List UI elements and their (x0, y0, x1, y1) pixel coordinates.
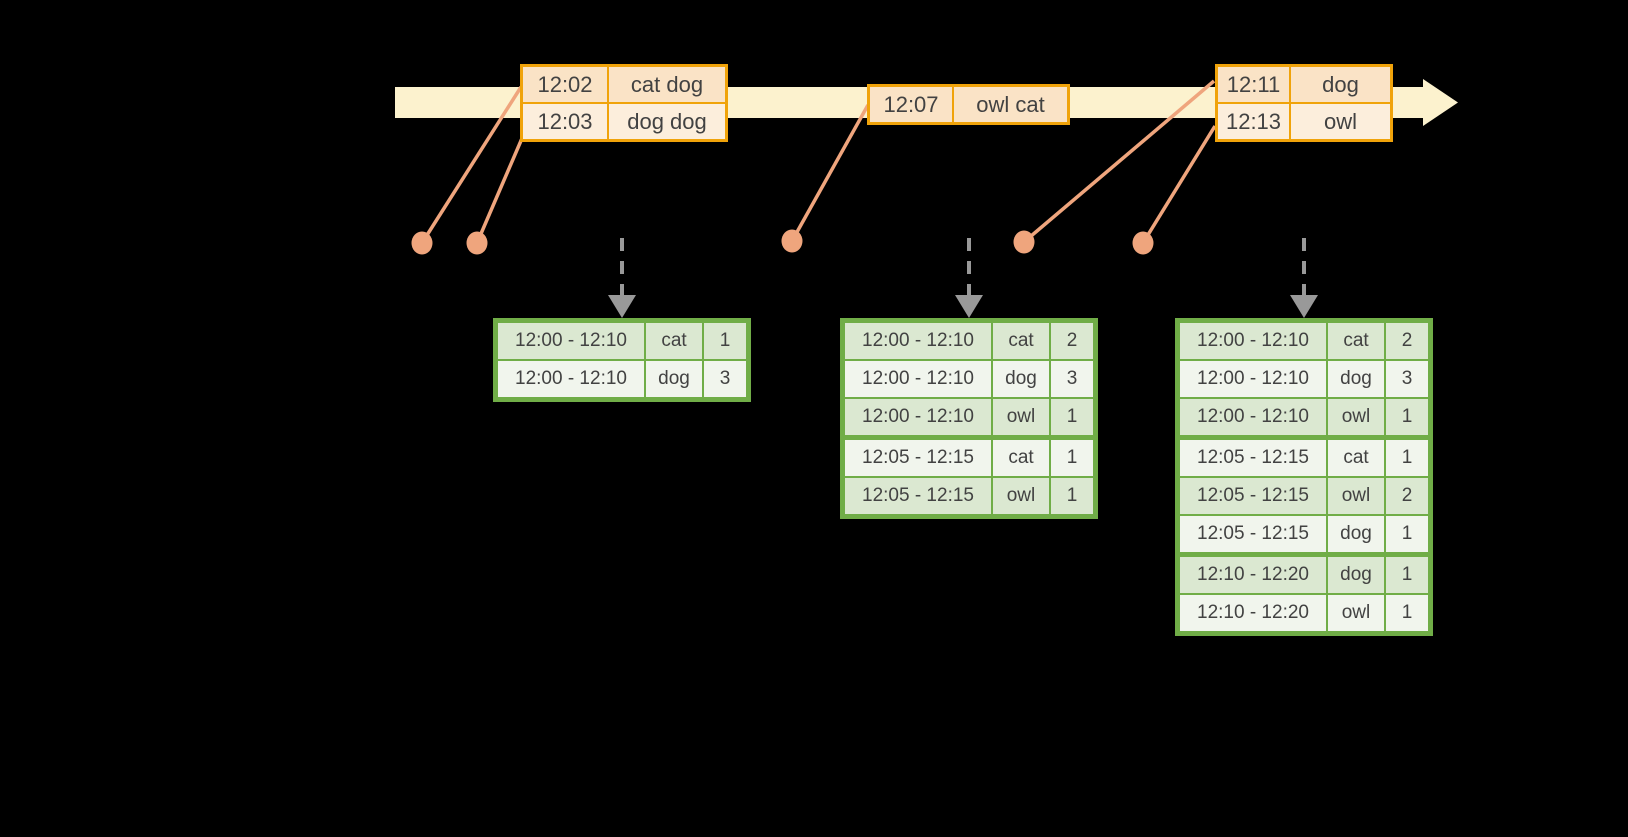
result-word-cell: cat (1326, 323, 1384, 359)
trigger-arrowhead-icon (608, 295, 636, 318)
event-time-cell: 12:02 (523, 67, 607, 102)
result-word-cell: dog (644, 359, 702, 397)
event-marker-dot-icon (1013, 230, 1035, 254)
event-marker-dot-icon (466, 231, 488, 255)
result-word-cell: cat (1326, 435, 1384, 476)
result-word-cell: owl (1326, 397, 1384, 435)
event-time-cell: 12:11 (1218, 67, 1289, 102)
event-connector-line (420, 86, 523, 244)
result-window-cell: 12:00 - 12:10 (498, 359, 644, 397)
result-count-cell: 2 (1049, 323, 1093, 359)
result-word-cell: dog (1326, 359, 1384, 397)
result-count-cell: 1 (1049, 435, 1093, 476)
result-count-cell: 2 (1384, 476, 1428, 514)
result-word-cell: owl (991, 476, 1049, 514)
result-window-cell: 12:10 - 12:20 (1180, 593, 1326, 631)
result-word-cell: cat (644, 323, 702, 359)
result-window-cell: 12:05 - 12:15 (1180, 435, 1326, 476)
result-window-cell: 12:05 - 12:15 (1180, 476, 1326, 514)
result-count-cell: 1 (1049, 476, 1093, 514)
event-words-cell: dog (1289, 67, 1390, 102)
event-connector-line (475, 135, 525, 244)
event-time-cell: 12:07 (870, 87, 952, 122)
result-count-cell: 1 (1384, 593, 1428, 631)
event-time-cell: 12:03 (523, 102, 607, 139)
event-connector-line (1141, 125, 1217, 244)
trigger-arrowhead-icon (1290, 295, 1318, 318)
event-time-cell: 12:13 (1218, 102, 1289, 139)
result-window-cell: 12:00 - 12:10 (1180, 397, 1326, 435)
result-count-cell: 1 (702, 323, 746, 359)
result-word-cell: owl (991, 397, 1049, 435)
result-window-cell: 12:10 - 12:20 (1180, 552, 1326, 593)
event-marker-dot-icon (411, 231, 433, 255)
event-connector-line (1022, 79, 1216, 244)
result-word-cell: dog (991, 359, 1049, 397)
result-count-cell: 1 (1384, 397, 1428, 435)
result-window-cell: 12:00 - 12:10 (845, 359, 991, 397)
result-window-cell: 12:00 - 12:10 (1180, 323, 1326, 359)
result-count-cell: 1 (1384, 552, 1428, 593)
event-words-cell: dog dog (607, 102, 725, 139)
result-count-cell: 1 (1384, 435, 1428, 476)
result-window-cell: 12:05 - 12:15 (1180, 514, 1326, 552)
result-word-cell: cat (991, 323, 1049, 359)
timeline-arrowhead-icon (1423, 79, 1458, 126)
result-window-cell: 12:05 - 12:15 (845, 435, 991, 476)
result-count-cell: 1 (1049, 397, 1093, 435)
result-window-cell: 12:00 - 12:10 (845, 323, 991, 359)
event-words-cell: owl cat (952, 87, 1067, 122)
result-word-cell: dog (1326, 514, 1384, 552)
result-window-cell: 12:05 - 12:15 (845, 476, 991, 514)
result-word-cell: dog (1326, 552, 1384, 593)
result-word-cell: owl (1326, 476, 1384, 514)
event-words-cell: cat dog (607, 67, 725, 102)
event-connector-line (790, 104, 870, 242)
result-count-cell: 3 (702, 359, 746, 397)
result-count-cell: 1 (1384, 514, 1428, 552)
result-window-cell: 12:00 - 12:10 (845, 397, 991, 435)
result-count-cell: 3 (1049, 359, 1093, 397)
result-count-cell: 3 (1384, 359, 1428, 397)
event-marker-dot-icon (781, 229, 803, 253)
result-window-cell: 12:00 - 12:10 (498, 323, 644, 359)
result-window-cell: 12:00 - 12:10 (1180, 359, 1326, 397)
result-count-cell: 2 (1384, 323, 1428, 359)
event-marker-dot-icon (1132, 231, 1154, 255)
trigger-arrowhead-icon (955, 295, 983, 318)
event-words-cell: owl (1289, 102, 1390, 139)
result-word-cell: cat (991, 435, 1049, 476)
result-word-cell: owl (1326, 593, 1384, 631)
